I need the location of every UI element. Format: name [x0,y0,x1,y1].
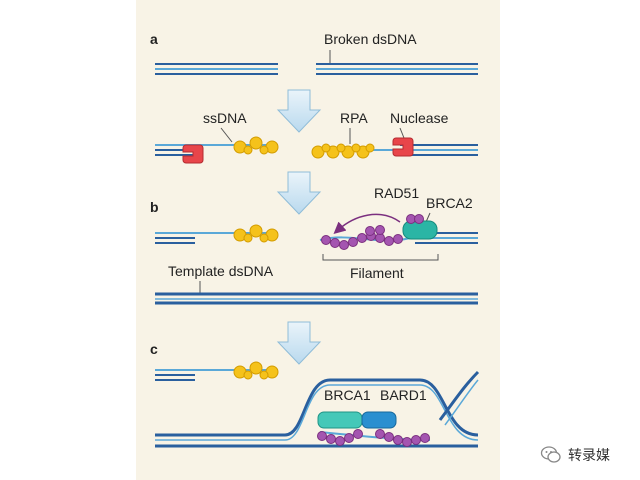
rpa-cluster-left [233,136,279,155]
arrow-a-to-resection [276,89,322,133]
label-brca2: BRCA2 [426,195,473,211]
arrow-b-to-c [276,321,322,365]
label-broken-dsdna: Broken dsDNA [324,31,417,47]
d-loop-template [155,370,480,448]
arrow-resection-to-b [276,171,322,215]
label-template-dsdna: Template dsDNA [168,263,274,279]
label-rpa: RPA [340,110,368,126]
template-dsdna [155,292,478,305]
wechat-icon [540,446,561,463]
watermark: 转录媒 [540,440,640,470]
bard1-protein [361,411,397,429]
panel-label-a: a [150,31,158,47]
rad51-filament-c [317,429,430,447]
label-nuclease: Nuclease [390,110,449,126]
panel-label-b: b [150,199,159,215]
nuclease-right [392,137,414,157]
nuclease-left [182,144,204,164]
filament-bracket [322,254,439,261]
brca1-protein [317,411,363,429]
watermark-text: 转录媒 [568,448,610,464]
broken-dsdna-right [316,63,478,75]
label-bard1: BARD1 [380,387,427,403]
rad51-filament-b [321,225,403,250]
rpa-cluster-right [311,143,375,159]
label-filament: Filament [350,265,404,281]
leader-ssdna [220,127,233,143]
rpa-cluster-c [233,361,279,380]
label-rad51: RAD51 [374,185,419,201]
panel-label-c: c [150,341,158,357]
broken-dsdna-left [155,63,278,75]
label-brca1: BRCA1 [324,387,371,403]
filament-direction-arrow [333,213,401,234]
leader-nuclease [399,127,405,139]
rad51-on-brca2 [406,214,424,224]
rpa-cluster-b [233,224,279,243]
label-ssdna: ssDNA [203,110,247,126]
